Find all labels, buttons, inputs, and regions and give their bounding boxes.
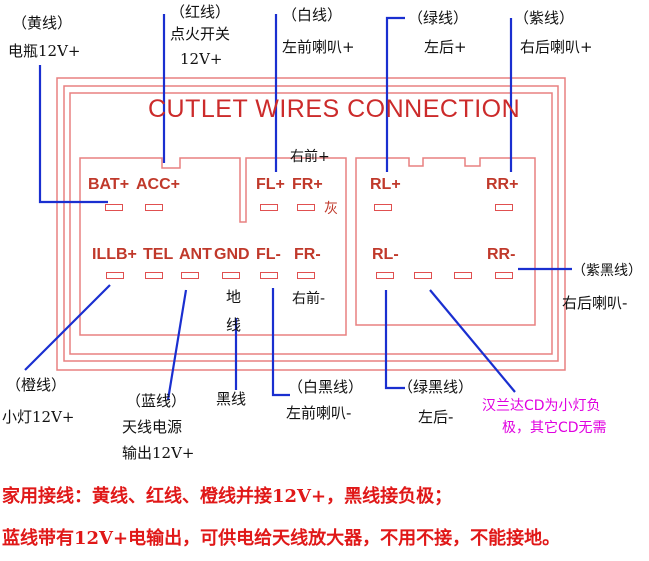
label-acc-func2: 12V+ [180, 50, 223, 68]
slot-rl-minus [376, 272, 394, 279]
label-bat-func: 电瓶12V+ [8, 42, 81, 60]
slot-rr-minus [495, 272, 513, 279]
label-rr-minus-func: 右后喇叭- [562, 294, 628, 312]
wire-bat [38, 65, 108, 204]
slot-acc [145, 204, 163, 211]
label-ant-func1: 天线电源 [122, 418, 183, 436]
label-rl-func: 左后+ [424, 38, 467, 56]
right-connector-block [355, 157, 536, 326]
footer-line-1: 家用接线：黄线、红线、橙线并接12V+，黑线接负极； [2, 486, 453, 507]
label-rl-minus-func: 左后- [418, 408, 454, 426]
outer-frame [56, 77, 566, 371]
pin-acc: ACC+ [136, 176, 181, 193]
pin-fr-minus: FR- [294, 246, 321, 263]
label-gnd-2: 线 [226, 316, 242, 334]
label-fr-minus: 右前- [292, 291, 326, 307]
slot-illb [106, 272, 124, 279]
note-line-1: 汉兰达CD为小灯负 [482, 398, 601, 414]
wire-ant [166, 289, 188, 401]
frame-inner-line-1 [63, 85, 559, 362]
slot-tel [145, 272, 163, 279]
pin-fl-minus: FL- [256, 246, 281, 263]
label-fr-plus-color: 灰 [324, 201, 338, 217]
label-fl-func: 左前喇叭+ [282, 38, 355, 56]
label-gnd-1: 地 [226, 288, 242, 306]
label-acc-func1: 点火开关 [170, 25, 231, 43]
pin-fl-plus: FL+ [256, 176, 285, 193]
footer-line-2: 蓝线带有12V+电输出，可供电给天线放大器，不用不接，不能接地。 [2, 528, 561, 549]
label-rr-color: （紫线） [514, 9, 575, 27]
label-rr-func: 右后喇叭+ [520, 38, 593, 56]
pin-illb: ILLB+ [92, 246, 137, 263]
slot-rr-plus [495, 204, 513, 211]
slot-fl-plus [260, 204, 278, 211]
label-ant-color: （蓝线） [126, 392, 187, 410]
wire-rl-plus [385, 16, 405, 172]
pin-fr-plus: FR+ [292, 176, 323, 193]
pin-rl-plus: RL+ [370, 176, 401, 193]
left-connector-block [79, 157, 347, 336]
pin-rr-plus: RR+ [486, 176, 519, 193]
wire-illb [24, 284, 111, 371]
pin-gnd: GND [214, 246, 250, 263]
label-fl-minus-color: （白黑线） [288, 378, 364, 396]
label-illb-func: 小灯12V+ [2, 408, 75, 426]
pin-tel: TEL [143, 246, 174, 263]
pin-rl-minus: RL- [372, 246, 399, 263]
slot-ant [181, 272, 199, 279]
diagram-title: CUTLET WIRES CONNECTION [148, 95, 521, 123]
slot-rl-plus [374, 204, 392, 211]
label-rr-minus-color: （紫黑线） [572, 263, 642, 279]
wire-note [429, 289, 516, 393]
label-bat-color: （黄线） [12, 14, 73, 32]
slot-fr-plus [297, 204, 315, 211]
label-rl-color: （绿线） [408, 9, 469, 27]
label-ant-func2: 输出12V+ [122, 444, 195, 462]
pin-rr-minus: RR- [487, 246, 516, 263]
slot-fl-minus [260, 272, 278, 279]
note-line-2: 极，其它CD无需 [502, 420, 607, 436]
label-illb-color: （橙线） [6, 376, 67, 394]
label-fl-color: （白线） [282, 6, 343, 24]
pin-ant: ANT [179, 246, 212, 263]
slot-fr-minus [297, 272, 315, 279]
frame-inner-line-2 [69, 92, 553, 355]
pin-bat: BAT+ [88, 176, 130, 193]
wire-fl-minus [271, 288, 290, 397]
label-fl-minus-func: 左前喇叭- [286, 404, 352, 422]
label-acc-color: （红线） [170, 3, 231, 21]
label-fr-plus: 右前+ [290, 149, 330, 165]
label-rl-minus-color: （绿黑线） [398, 378, 474, 396]
slot-spare [454, 272, 472, 279]
label-gnd-color: 黑线 [216, 390, 247, 408]
slot-bat [105, 204, 123, 211]
wire-rl-minus [384, 290, 405, 390]
slot-gnd [222, 272, 240, 279]
slot-rl-minus-2 [414, 272, 432, 279]
